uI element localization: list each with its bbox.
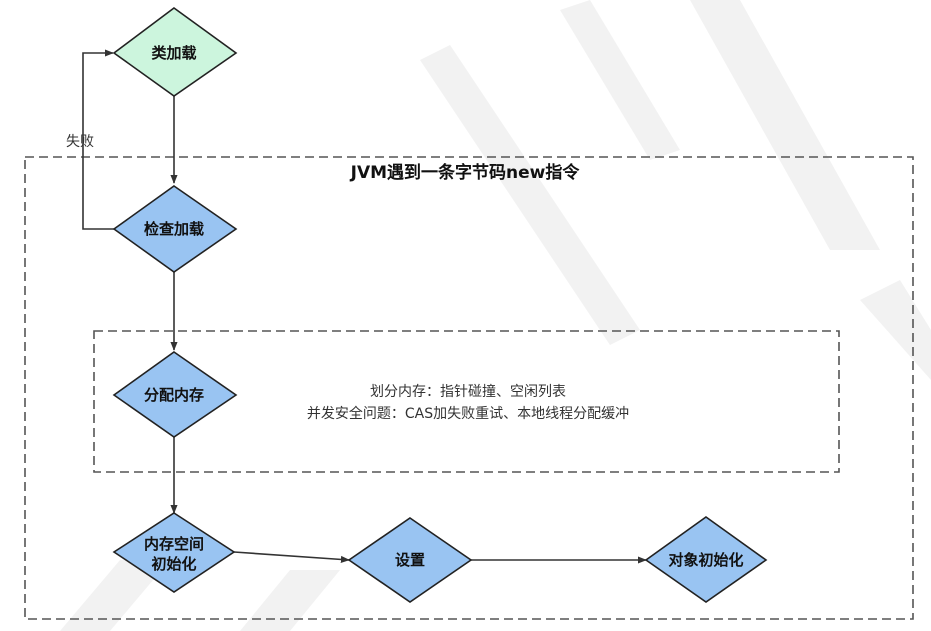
jvm-frame-title: JVM遇到一条字节码new指令 [350, 162, 581, 183]
node-allocate-memory[interactable]: 分配内存 [112, 351, 238, 438]
edge-label-fail: 失败 [66, 134, 94, 150]
node-class-load-label: 类加载 [151, 44, 196, 62]
node-class-load[interactable]: 类加载 [112, 7, 238, 97]
node-allocate-memory-label: 分配内存 [144, 386, 204, 404]
node-setup[interactable]: 设置 [347, 517, 473, 603]
node-check-load-label: 检查加载 [144, 220, 204, 238]
edge-check-fail-to-class-load [82, 49, 114, 230]
allocation-note-line1: 划分内存：指针碰撞、空闲列表 [370, 384, 566, 400]
edge-init-to-setup [233, 551, 350, 564]
node-setup-label: 设置 [395, 551, 425, 569]
node-memory-init-label-line2: 初始化 [151, 555, 196, 573]
allocation-frame [93, 330, 840, 473]
jvm-frame [24, 156, 914, 620]
node-object-init-label: 对象初始化 [668, 551, 743, 569]
node-object-init[interactable]: 对象初始化 [644, 516, 768, 603]
allocation-note-line2: 并发安全问题：CAS加失败重试、本地线程分配缓冲 [307, 405, 629, 422]
watermark [60, 0, 931, 631]
node-check-load[interactable]: 检查加载 [112, 185, 238, 273]
node-memory-init[interactable]: 内存空间 初始化 [112, 512, 236, 593]
node-memory-init-label-line1: 内存空间 [144, 535, 204, 553]
